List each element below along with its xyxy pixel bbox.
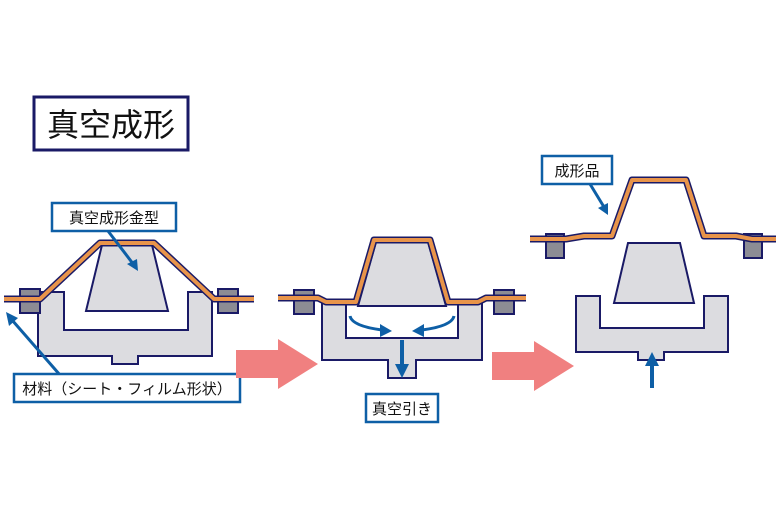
process-arrow-2: [492, 341, 574, 391]
vacuum-label-text: 真空引き: [372, 400, 432, 418]
right-arrow-icon: [492, 341, 574, 391]
mold-base: [321, 299, 483, 379]
clamp-left: [293, 289, 315, 315]
airflow-arrow-right: [421, 315, 456, 332]
stage-2: [278, 236, 526, 379]
mold-core: [612, 242, 696, 304]
material-label: 材料（シート・フィルム形状）: [6, 312, 242, 404]
stage-3: [530, 176, 776, 388]
airflow-arrow-left: [348, 315, 383, 332]
mold-base: [37, 291, 213, 365]
clamp-right: [493, 289, 515, 315]
material-pointer: [10, 319, 62, 376]
stage-1: [4, 239, 254, 365]
process-arrow-1: [236, 339, 318, 389]
mold-label: 真空成形金型: [50, 201, 178, 271]
product-label: 成形品: [540, 154, 614, 215]
mold-base: [575, 295, 729, 361]
product-pointer: [588, 183, 606, 208]
title-box: 真空成形: [32, 95, 190, 152]
product-label-text: 成形品: [554, 162, 599, 180]
mold-label-text: 真空成形金型: [69, 209, 159, 227]
vacuum-label: 真空引き: [364, 392, 440, 424]
right-arrow-icon: [236, 339, 318, 389]
formed-product: [530, 176, 776, 243]
mold-pointer: [106, 230, 136, 266]
page-title: 真空成形: [47, 106, 175, 144]
material-label-text: 材料（シート・フィルム形状）: [22, 380, 231, 398]
